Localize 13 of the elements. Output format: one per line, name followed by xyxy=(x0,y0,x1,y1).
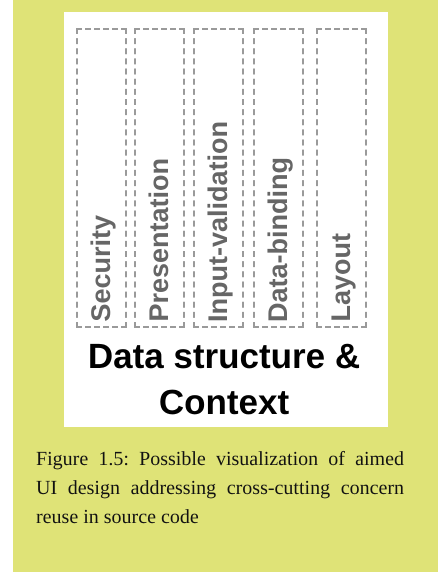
column-label: Presentation xyxy=(146,158,173,322)
panel-heading: Data structure & Context xyxy=(86,336,362,424)
column-label: Layout xyxy=(328,233,355,322)
concern-column xyxy=(134,28,185,328)
concern-column xyxy=(76,28,127,328)
figure-caption: Figure 1.5: Possible visualization of aimed UI design addressing cross-cutting concern reuse in source code xyxy=(36,447,404,530)
column-label: Input-validation xyxy=(205,121,232,322)
column-label: Data-binding xyxy=(265,157,292,322)
concern-column xyxy=(316,28,367,328)
concern-column xyxy=(193,28,244,328)
diagram-panel xyxy=(64,12,388,427)
column-label: Security xyxy=(88,215,115,322)
concern-column xyxy=(253,28,304,328)
